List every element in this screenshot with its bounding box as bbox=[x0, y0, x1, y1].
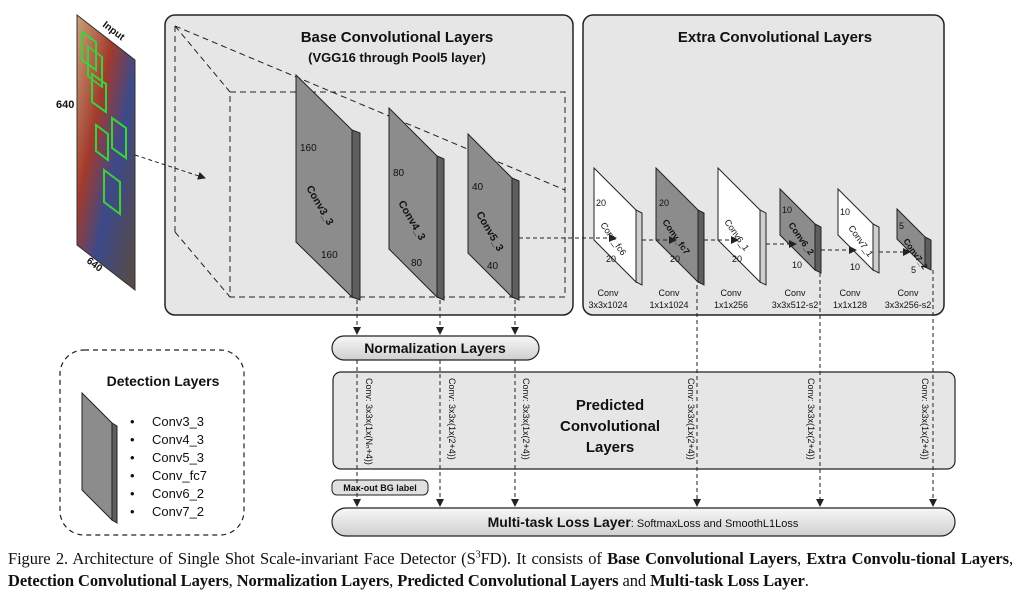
caption-s1: , bbox=[797, 549, 807, 568]
predicted-conv-panel bbox=[332, 371, 956, 470]
detection-item-5: Conv6_2 bbox=[152, 486, 204, 501]
caption-s3: , bbox=[228, 571, 237, 590]
conv7-2-top: 5 bbox=[899, 221, 904, 231]
pred-conv-label-2: Conv: 3x3x(1x(2+4)) bbox=[447, 378, 457, 460]
layer-conv5-3: 40 Conv5_3 40 bbox=[467, 132, 520, 301]
loss-label: Multi-task Loss Layer: SoftmaxLoss and S… bbox=[488, 514, 799, 530]
conv7-1-bottom: 10 bbox=[850, 262, 860, 272]
caption-sup: 3 bbox=[475, 549, 481, 561]
pred-conv-label-5: Conv: 3x3x(1x(2+4)) bbox=[806, 378, 816, 460]
extra-conv-title: Extra Convolutional Layers bbox=[678, 29, 872, 46]
detection-bullet: • bbox=[130, 504, 135, 519]
conv7-1-top: 10 bbox=[840, 207, 850, 217]
normalization-layer bbox=[331, 335, 540, 361]
base-conv-title: Base Convolutional Layers bbox=[301, 29, 494, 46]
conv-fc7-top: 20 bbox=[659, 198, 669, 208]
caption-b4: Normalization Layers bbox=[236, 571, 390, 590]
diagram-svg: Input 640 640 Base Convolutional Layers … bbox=[56, 13, 956, 537]
detection-slab bbox=[81, 391, 118, 524]
conv4-3-top: 80 bbox=[393, 168, 405, 179]
conv7-2-bottom: 5 bbox=[911, 265, 916, 275]
figure-caption: Figure 2. Architecture of Single Shot Sc… bbox=[8, 548, 1013, 592]
caption-b1: Base Convolutional Layers bbox=[607, 549, 798, 568]
maxout-box bbox=[331, 479, 429, 496]
conv-fc6-caption1: Conv bbox=[597, 288, 619, 298]
conv7-2-caption1: Conv bbox=[897, 288, 919, 298]
detection-item-1: Conv3_3 bbox=[152, 414, 204, 429]
conv-fc6-bottom: 20 bbox=[606, 254, 616, 264]
detection-item-4: Conv_fc7 bbox=[152, 468, 207, 483]
conv7-2-caption2: 3x3x256-s2 bbox=[885, 300, 932, 310]
pred-conv-label-3: Conv: 3x3x(1x(2+4)) bbox=[521, 378, 531, 460]
extra-chain-arrows bbox=[519, 234, 911, 256]
vertical-connectors bbox=[353, 270, 937, 507]
detection-item-6: Conv7_2 bbox=[152, 504, 204, 519]
input-to-base-arrow bbox=[134, 154, 206, 180]
face-boxes bbox=[81, 30, 127, 216]
detection-bullet: • bbox=[130, 432, 135, 447]
layer-conv-fc7: 20 Conv_fc7 20 Conv 1x1x1024 bbox=[649, 166, 705, 310]
caption-prefix: Figure 2. Architecture of Single Shot Sc… bbox=[8, 549, 476, 568]
loss-label-bold: Multi-task Loss Layer bbox=[488, 514, 632, 530]
conv6-1-bottom: 20 bbox=[732, 254, 742, 264]
conv3-3-bottom: 160 bbox=[321, 250, 338, 261]
pred-conv-label-6: Conv: 3x3x(1x(2+4)) bbox=[920, 378, 930, 460]
caption-after-sup: FD). It consists of bbox=[480, 549, 608, 568]
layer-conv4-3: 80 Conv4_3 80 bbox=[388, 106, 445, 301]
detection-bullet: • bbox=[130, 414, 135, 429]
conv6-2-bottom: 10 bbox=[792, 260, 802, 270]
conv-fc7-bottom: 20 bbox=[670, 254, 680, 264]
conv3-3-top: 160 bbox=[300, 143, 317, 154]
conv5-3-top: 40 bbox=[472, 182, 484, 193]
caption-b2: Extra Convolu-tional Layers bbox=[806, 549, 1009, 568]
conv6-1-caption2: 1x1x256 bbox=[714, 300, 748, 310]
caption-s2: , bbox=[1008, 549, 1013, 568]
predicted-title-1: Predicted bbox=[576, 397, 644, 414]
conv7-1-caption1: Conv bbox=[839, 288, 861, 298]
conv-fc7-caption2: 1x1x1024 bbox=[649, 300, 688, 310]
conv-fc6-top: 20 bbox=[596, 198, 606, 208]
detection-bullet: • bbox=[130, 450, 135, 465]
caption-b5: Predicted Convolutional Layers bbox=[397, 571, 619, 590]
conv6-2-top: 10 bbox=[782, 205, 792, 215]
predicted-title-2: Convolutional bbox=[560, 418, 660, 435]
input-height-label: 640 bbox=[56, 99, 74, 111]
maxout-label: Max-out BG label bbox=[343, 483, 417, 493]
loss-label-normal: : SoftmaxLoss and SmoothL1Loss bbox=[631, 518, 799, 530]
normalization-label: Normalization Layers bbox=[364, 340, 506, 356]
pred-conv-label-1: Conv: 3x3x(1x(Nₙ+4)) bbox=[364, 378, 374, 465]
detection-items: • Conv3_3 • Conv4_3 • Conv5_3 • Conv_fc7… bbox=[130, 414, 207, 519]
layer-conv7-1: 10 Conv7_1 10 Conv 1x1x128 bbox=[833, 187, 880, 310]
conv7-1-caption2: 1x1x128 bbox=[833, 300, 867, 310]
caption-s6: . bbox=[804, 571, 809, 590]
loss-layer bbox=[331, 507, 956, 537]
conv6-2-caption1: Conv bbox=[784, 288, 806, 298]
layer-conv6-1: Conv6_1 20 Conv 1x1x256 bbox=[714, 166, 767, 310]
conv4-3-bottom: 80 bbox=[411, 258, 423, 269]
conv6-1-caption1: Conv bbox=[720, 288, 742, 298]
layer-conv6-2: 10 Conv6_2 10 Conv 3x3x512-s2 bbox=[772, 187, 822, 310]
conv-fc7-caption1: Conv bbox=[658, 288, 680, 298]
predicted-title-3: Layers bbox=[586, 439, 634, 456]
caption-s5: and bbox=[618, 571, 651, 590]
detection-item-2: Conv4_3 bbox=[152, 432, 204, 447]
detection-bullet: • bbox=[130, 468, 135, 483]
detection-item-3: Conv5_3 bbox=[152, 450, 204, 465]
input-image bbox=[76, 13, 136, 292]
conv5-3-bottom: 40 bbox=[487, 261, 499, 272]
pred-conv-label-4: Conv: 3x3x(1x(2+4)) bbox=[686, 378, 696, 460]
conv6-2-caption2: 3x3x512-s2 bbox=[772, 300, 819, 310]
layer-conv3-3: 160 Conv3_3 160 bbox=[295, 73, 361, 301]
detection-bullet: • bbox=[130, 486, 135, 501]
conv-fc6-caption2: 3x3x1024 bbox=[588, 300, 627, 310]
caption-b3: Detection Convolutional Layers bbox=[8, 571, 229, 590]
detection-title: Detection Layers bbox=[107, 373, 220, 389]
caption-s4: , bbox=[389, 571, 398, 590]
base-frustum bbox=[174, 25, 566, 298]
base-conv-subtitle: (VGG16 through Pool5 layer) bbox=[308, 50, 486, 65]
caption-b6: Multi-task Loss Layer bbox=[650, 571, 805, 590]
